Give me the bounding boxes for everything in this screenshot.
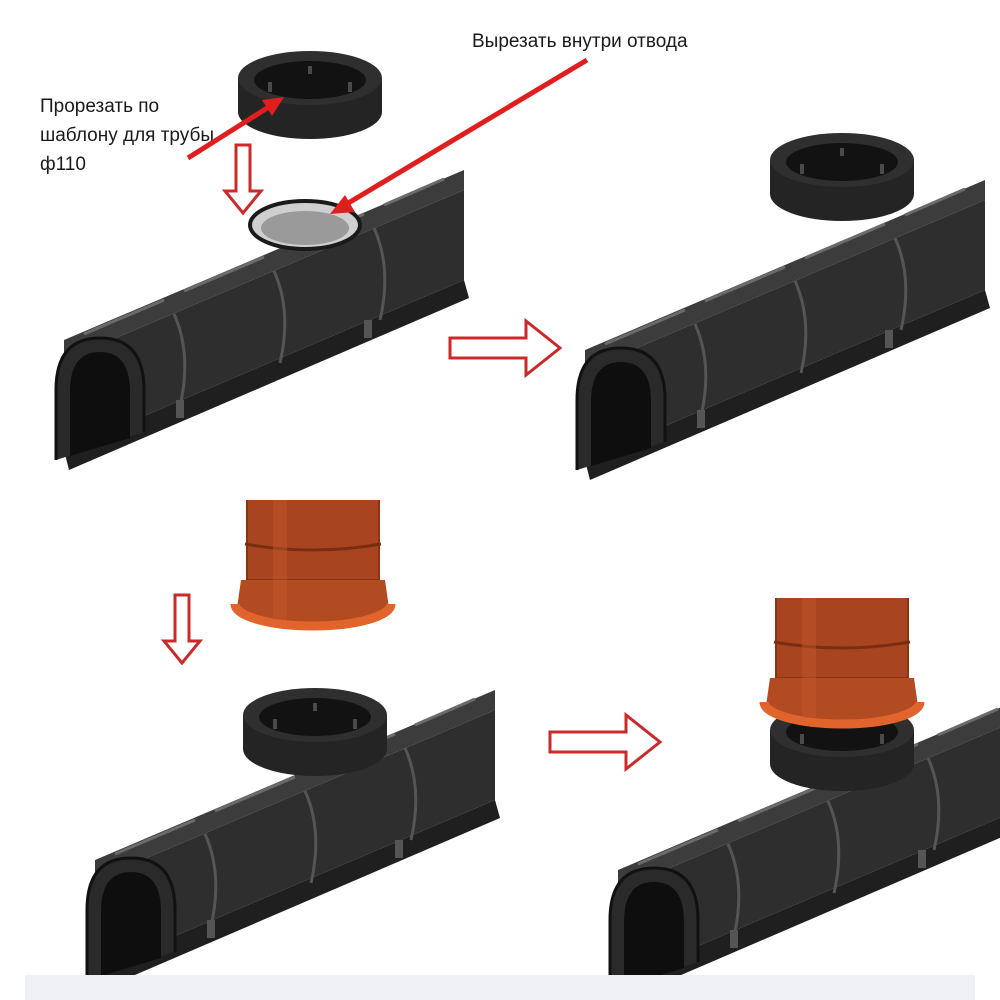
red-pointer-arrow-icon	[330, 57, 589, 214]
panel-1-channel	[54, 168, 471, 472]
panel-1-template-collar	[236, 49, 384, 141]
footer-strip	[25, 975, 975, 1000]
down-arrow-icon	[223, 143, 263, 215]
panel-2-channel	[575, 131, 992, 482]
right-arrow-icon	[548, 713, 662, 771]
panel-3-channel	[85, 686, 502, 992]
panel-4-channel	[608, 598, 1000, 1000]
cut-inside-outlet-label: Вырезать внутри отвода	[472, 31, 688, 52]
cut-by-template-label: Прорезать по шаблону для трубы ф110	[40, 96, 215, 175]
right-arrow-icon	[448, 319, 562, 377]
down-arrow-icon	[162, 593, 202, 665]
panel-3-pipe	[235, 500, 391, 630]
red-pointer-arrow-icon	[186, 97, 284, 161]
